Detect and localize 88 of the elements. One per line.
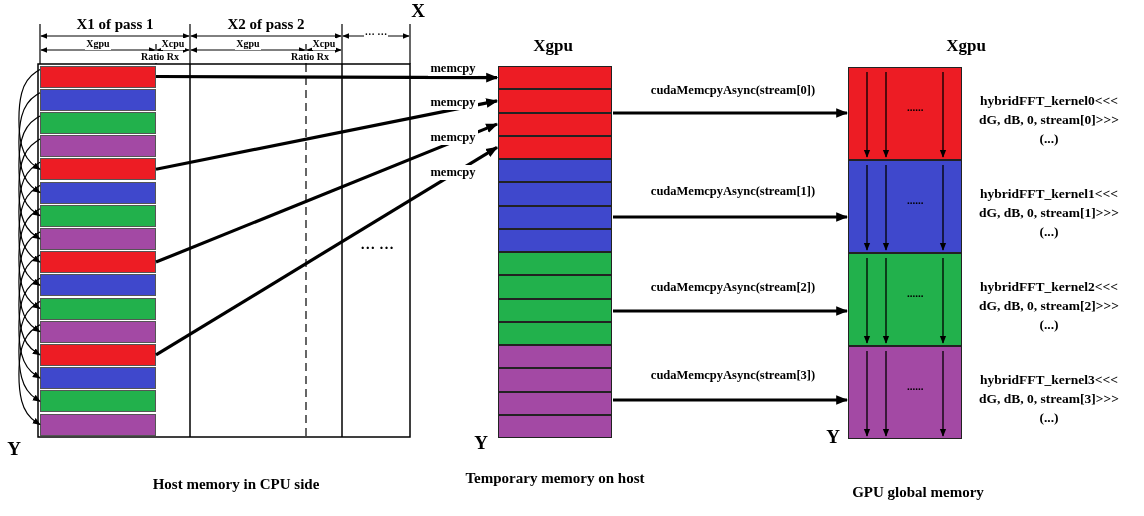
memory-bar [498, 159, 612, 183]
memory-block [848, 253, 962, 346]
edge-label: cudaMemcpyAsync(stream[2]) [648, 280, 818, 295]
memory-bar [40, 297, 156, 320]
arrow [613, 108, 849, 118]
edge-label: cudaMemcpyAsync(stream[0]) [648, 83, 818, 98]
axis-label: Y [826, 426, 840, 448]
axis-label: X [411, 0, 425, 22]
edge-label: cudaMemcpyAsync(stream[3]) [648, 368, 818, 383]
memory-bar [40, 274, 156, 297]
width-label: Xgpu [946, 36, 986, 56]
memory-bar [40, 320, 156, 343]
arrow [613, 212, 849, 222]
width-label: Xgpu [533, 36, 573, 56]
memory-bar [40, 413, 156, 436]
arrow [613, 306, 849, 316]
dimension-label: Ratio Rx [139, 51, 181, 63]
arrow [18, 184, 41, 286]
memory-block [848, 67, 962, 160]
edge-label: memcpy [428, 130, 478, 145]
arrow [18, 231, 41, 333]
dots-text: ...... [907, 288, 924, 299]
dimension-label: Ratio Rx [289, 51, 331, 63]
dots-text: ...... [907, 102, 924, 113]
arrow [18, 324, 41, 426]
dimension-label: X1 of pass 1 [76, 16, 154, 34]
caption: GPU global memory [852, 484, 984, 502]
dots-text: ...... [907, 195, 924, 206]
arrow [155, 122, 499, 264]
memory-bar [40, 181, 156, 204]
dimension-label: Xcpu [160, 38, 186, 50]
memory-bar [40, 251, 156, 274]
memory-bar [498, 112, 612, 136]
arrow [18, 115, 41, 217]
memory-bar [40, 158, 156, 181]
dimension-label: Xgpu [235, 38, 261, 50]
kernel-call-text: hybridFFT_kernel3<<< dG, dB, 0, stream[3]>>> (...) [978, 371, 1120, 427]
arrow [18, 208, 41, 310]
memory-bar [40, 390, 156, 413]
arrow [155, 98, 499, 171]
memory-bar [498, 321, 612, 345]
arrow [155, 146, 499, 357]
arrow [613, 395, 849, 405]
memory-bar [498, 182, 612, 206]
memory-bar [498, 135, 612, 159]
arrow [18, 277, 41, 379]
memory-bar [498, 252, 612, 276]
memory-bar [498, 414, 612, 438]
memory-bar [498, 368, 612, 392]
axis-label: Y [7, 438, 21, 460]
caption: Host memory in CPU side [152, 476, 320, 494]
edge-label: memcpy [428, 165, 478, 180]
edge-label: cudaMemcpyAsync(stream[1]) [648, 184, 818, 199]
arrow [18, 138, 41, 240]
dimension-label: Xgpu [85, 38, 111, 50]
memory-bar [40, 227, 156, 250]
arrow [18, 161, 41, 263]
dimension-label: Xcpu [311, 38, 337, 50]
memory-bar [40, 367, 156, 390]
memory-bar [40, 65, 156, 88]
kernel-call-text: hybridFFT_kernel1<<< dG, dB, 0, stream[1]>>> (...) [978, 185, 1120, 241]
memory-bar [498, 89, 612, 113]
memory-bar [498, 205, 612, 229]
memory-bar [498, 298, 612, 322]
memory-block [848, 160, 962, 253]
memory-bar [498, 228, 612, 252]
ellipsis-text: … … [360, 236, 394, 254]
arrow [18, 254, 41, 356]
memory-bar [40, 135, 156, 158]
memory-block [848, 346, 962, 439]
caption: Temporary memory on host [464, 470, 646, 488]
memory-bar [498, 391, 612, 415]
arrow [18, 92, 41, 194]
dimension-label: X2 of pass 2 [227, 16, 305, 34]
memory-bar [498, 275, 612, 299]
arrow [18, 68, 41, 170]
arrow [156, 72, 499, 83]
memory-bar [40, 204, 156, 227]
memory-bar [498, 66, 612, 90]
arrow [18, 300, 41, 402]
kernel-call-text: hybridFFT_kernel0<<< dG, dB, 0, stream[0]>>> (...) [978, 92, 1120, 148]
kernel-call-text: hybridFFT_kernel2<<< dG, dB, 0, stream[2]>>> (...) [978, 278, 1120, 334]
memory-bar [40, 88, 156, 111]
axis-label: Y [474, 432, 488, 454]
memory-bar [40, 111, 156, 134]
dots-text: ...... [907, 381, 924, 392]
memory-bar [498, 345, 612, 369]
memory-bar [40, 343, 156, 366]
